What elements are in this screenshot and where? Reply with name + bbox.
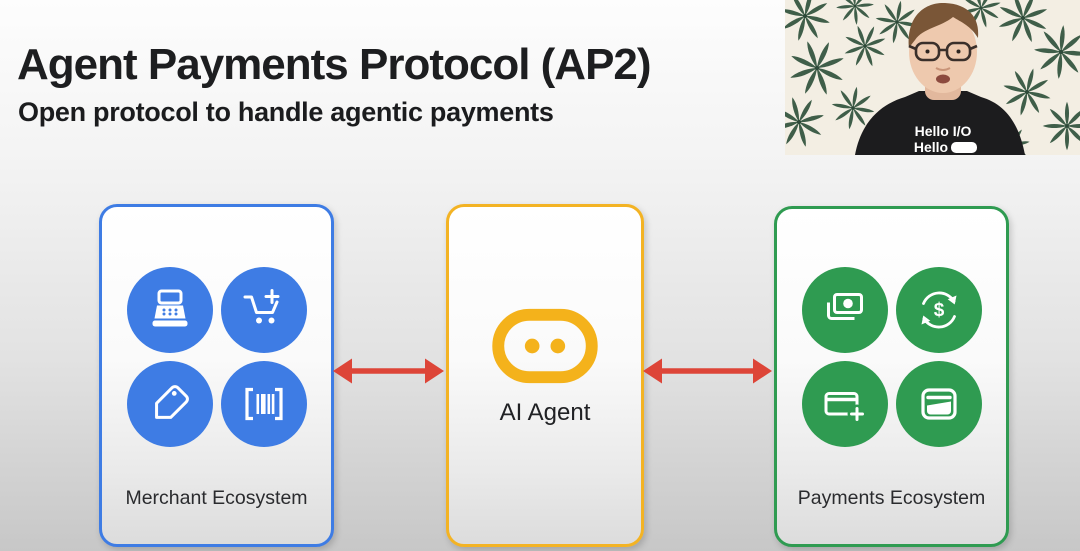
payments-icon-grid: $ [801,267,982,447]
robot-face-icon [490,306,600,391]
payments-ecosystem-label: Payments Ecosystem [797,487,986,509]
currency-exchange-icon: $ [895,267,982,353]
merchant-ecosystem-box: Merchant Ecosystem [99,204,334,547]
presenter-figure: Hello I/O Hello [855,2,1025,155]
price-tag-icon [126,361,213,447]
banknotes-icon [801,267,888,353]
wallet-icon [895,361,982,447]
merchant-icon-grid [126,267,307,447]
payments-ecosystem-box: $ [774,206,1009,547]
ai-agent-label: AI Agent [499,399,591,426]
barcode-icon [220,361,307,447]
page-title: Agent Payments Protocol (AP2) [17,40,652,89]
page-subtitle: Open protocol to handle agentic payments [18,97,554,127]
svg-text:$: $ [933,300,944,321]
bidirectional-arrow-agent-payments [641,351,774,391]
merchant-ecosystem-label: Merchant Ecosystem [125,487,308,509]
shirt-text-line1: Hello I/O [915,123,972,139]
webcam-overlay: Hello I/O Hello [785,0,1080,155]
shirt-text-line2: Hello [914,139,948,155]
glasses-icon [908,41,978,62]
presenter: Hello I/O Hello [785,0,1080,155]
add-shopping-cart-icon [220,267,307,353]
add-card-icon [801,361,888,447]
cash-register-icon [126,267,213,353]
bidirectional-arrow-merchant-agent [331,351,446,391]
ai-agent-box: AI Agent [446,204,644,547]
